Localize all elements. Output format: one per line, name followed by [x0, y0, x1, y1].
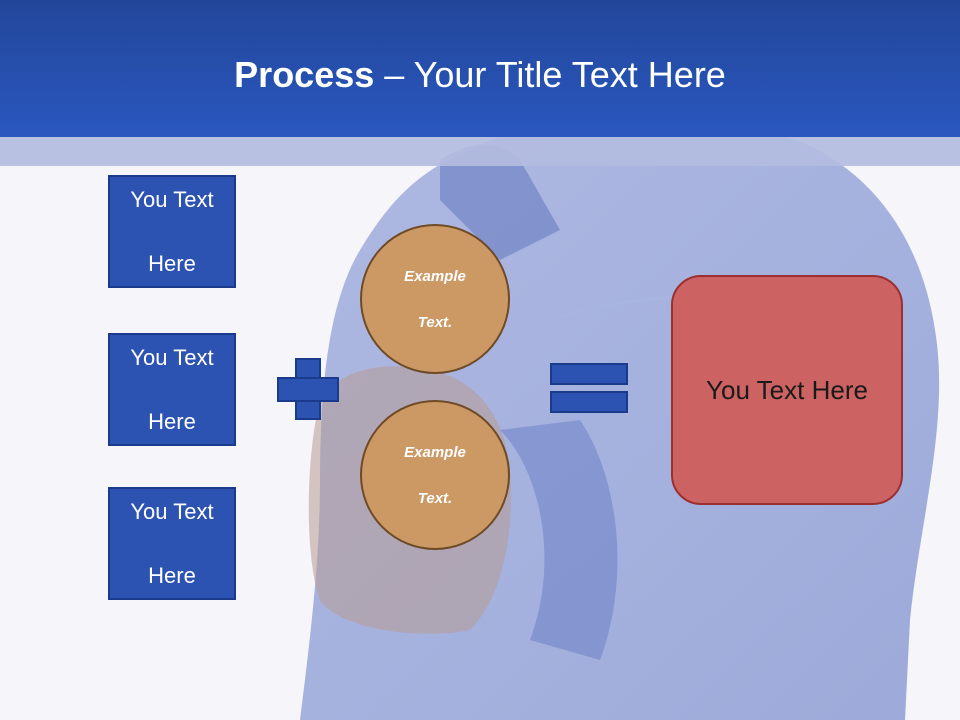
example-circle-1-line1: Example	[404, 267, 466, 285]
text-box-2-line2: Here	[148, 408, 196, 434]
example-circle-2-line2: Text.	[417, 489, 453, 507]
text-box-2-line1: You Text	[130, 344, 214, 370]
header-strip	[0, 137, 960, 166]
example-circle-1-line2: Text.	[417, 313, 453, 331]
text-box-1-line1: You Text	[130, 186, 214, 212]
equals-icon-top-bar	[550, 363, 628, 385]
text-box-3-line2: Here	[148, 562, 196, 588]
slide-title-bold: Process	[234, 54, 375, 95]
slide-title-rest: – Your Title Text Here	[374, 54, 726, 95]
example-circle-2-line1: Example	[404, 443, 466, 461]
plus-icon-horizontal	[277, 377, 339, 402]
slide-title: Process – Your Title Text Here	[0, 52, 960, 98]
equals-icon-bottom-bar	[550, 391, 628, 413]
result-box: You Text Here	[671, 275, 903, 505]
text-box-1-line2: Here	[148, 250, 196, 276]
header-bar	[0, 0, 960, 137]
text-box-3-line1: You Text	[130, 498, 214, 524]
result-box-label: You Text Here	[706, 374, 868, 405]
